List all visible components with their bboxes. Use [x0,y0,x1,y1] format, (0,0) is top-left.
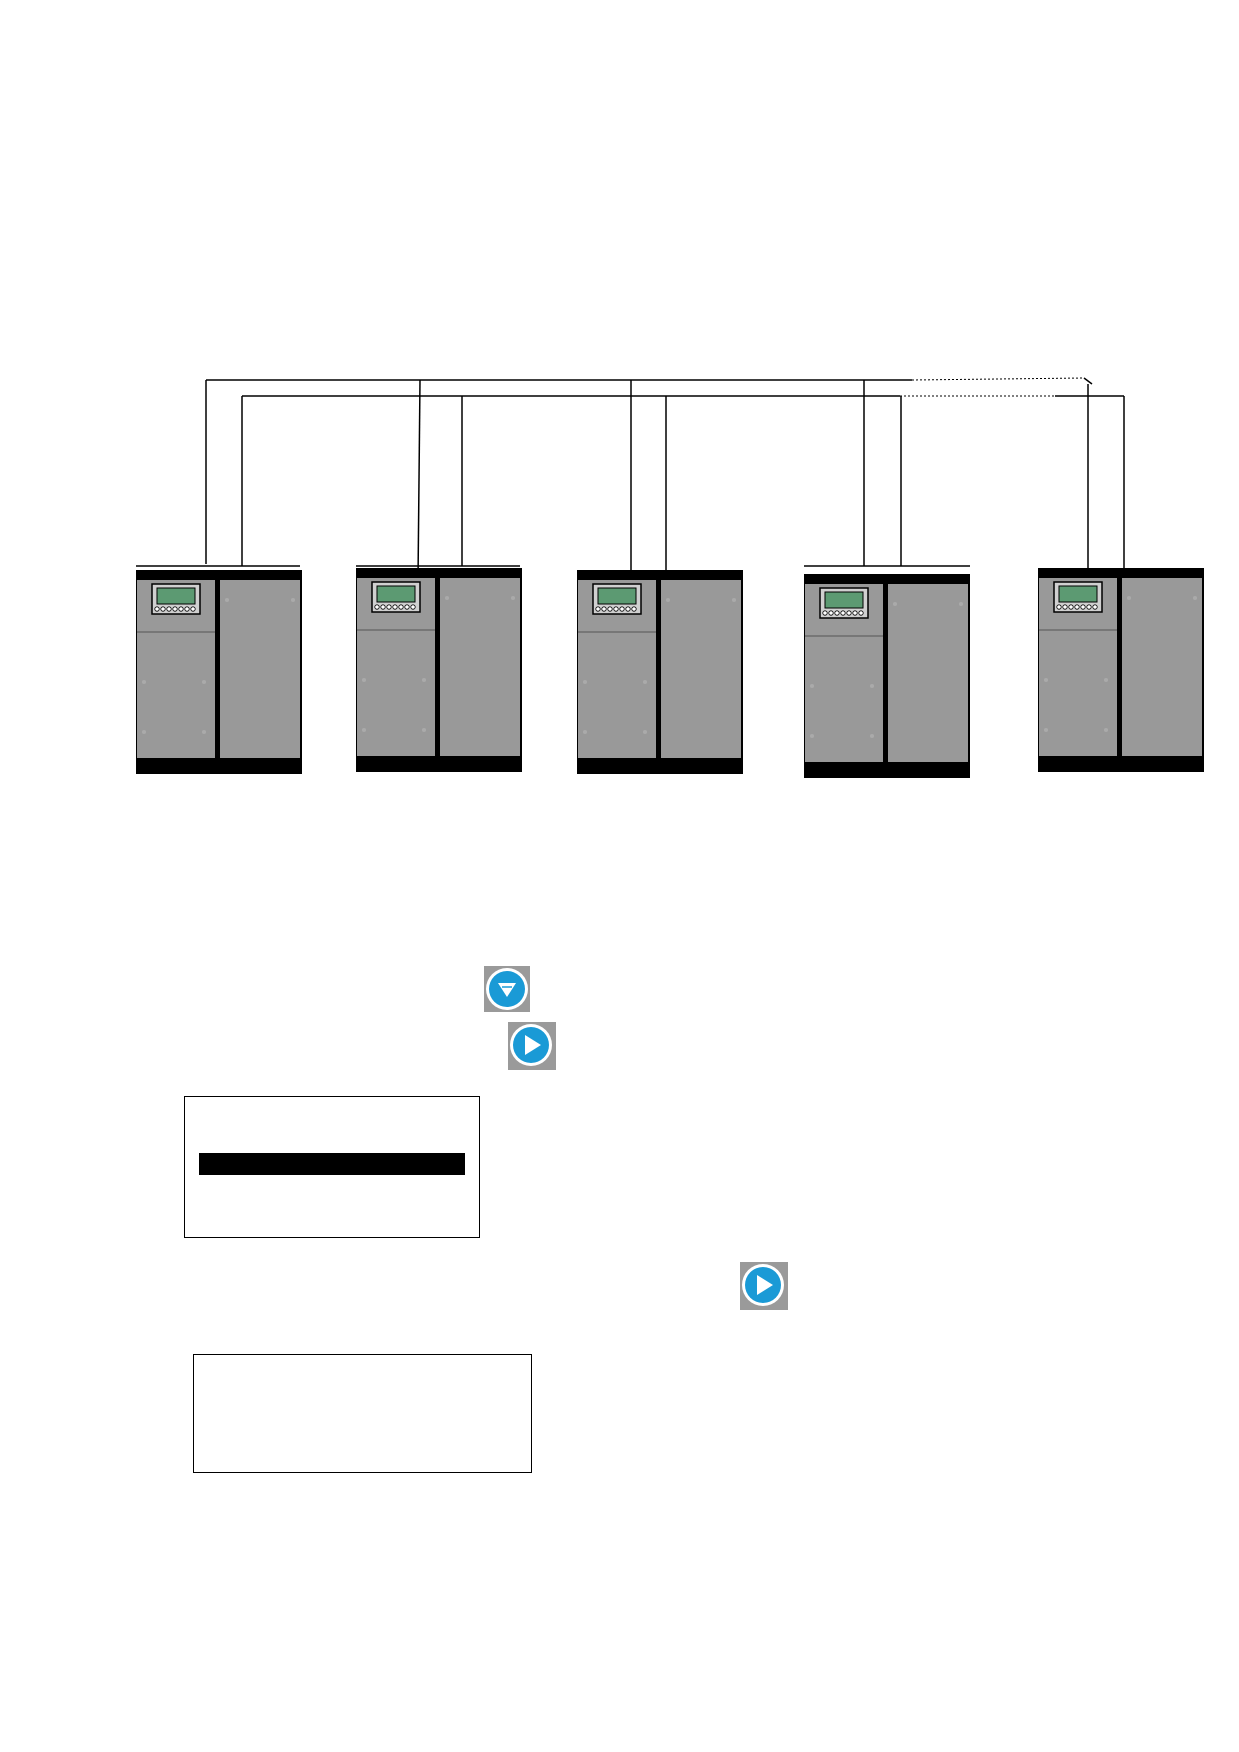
compressor-cabinet-graphic [804,574,970,778]
lcd-2-line-1 [208,1369,517,1391]
compressor-cabinet-graphic [1038,568,1204,772]
compressor-unit-2 [356,568,522,772]
lcd-2-line-2 [208,1401,517,1423]
right-arrow-button-icon [508,1022,556,1070]
bus-line-a-dotted [911,377,1085,381]
lcd-1-line-1 [199,1113,465,1135]
down-arrow-button-icon [484,966,530,1012]
drop-2a [417,379,421,581]
right-arrow-button-icon-2 [740,1262,788,1310]
lcd-2-line-3 [208,1433,517,1455]
compressor-cabinet-graphic [356,568,522,772]
lcd-1-line-2-selected [199,1153,465,1175]
lcd-1-line-3 [199,1193,465,1215]
compressor-unit-1 [136,570,302,774]
bus-line-a-end [1083,377,1093,385]
compressor-unit-4 [804,574,970,778]
compressor-unit-3 [577,570,743,774]
compressor-cabinet-graphic [577,570,743,774]
compressor-unit-5 [1038,568,1204,772]
compressor-cabinet-graphic [136,570,302,774]
lcd-display-1 [184,1096,480,1238]
lcd-display-2 [193,1354,532,1473]
